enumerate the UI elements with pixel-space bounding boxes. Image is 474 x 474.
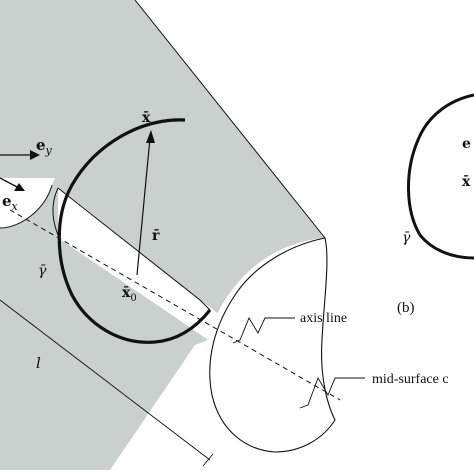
- panel-b-tag: (b): [397, 300, 415, 316]
- label-ex: ex: [2, 192, 19, 213]
- ex-vector: [0, 177, 20, 189]
- label-length: l: [36, 354, 41, 372]
- label-ey: ey: [36, 136, 53, 157]
- length-dimension-line: [0, 299, 211, 461]
- label-x-bar: x̄: [142, 110, 151, 126]
- shell-top-edge: [134, 0, 326, 239]
- panel-b-e-label: e: [462, 136, 471, 152]
- ex-arrowhead: [14, 183, 25, 191]
- r-vector: [136, 137, 151, 276]
- shell-outer-surface: [0, 0, 325, 470]
- end-cross-section: [209, 237, 336, 453]
- r-vector-arrowhead: [146, 130, 155, 143]
- panel-b-x-label: x̄: [462, 174, 471, 190]
- label-axis-line: axis line: [300, 311, 347, 326]
- axis-line-dashed: [9, 209, 341, 401]
- left-cross-section-edge: [0, 184, 53, 229]
- label-x0: x̄0: [122, 285, 137, 304]
- panel-b-curve: [407, 93, 474, 260]
- flap-edge: [57, 187, 211, 311]
- length-dimension-tick: [202, 453, 214, 467]
- ey-arrowhead: [30, 150, 40, 160]
- left-cross-section: [0, 178, 55, 228]
- label-gamma: γ̄: [38, 263, 47, 279]
- label-r-bar: r̄: [152, 228, 160, 244]
- mid-surface-leader: [299, 376, 365, 409]
- gamma-curve: [57, 118, 212, 344]
- panel-b-gamma-label: γ̄: [402, 230, 411, 246]
- axis-line-leader: [232, 316, 295, 344]
- label-mid-surface: mid-surface c: [372, 372, 449, 387]
